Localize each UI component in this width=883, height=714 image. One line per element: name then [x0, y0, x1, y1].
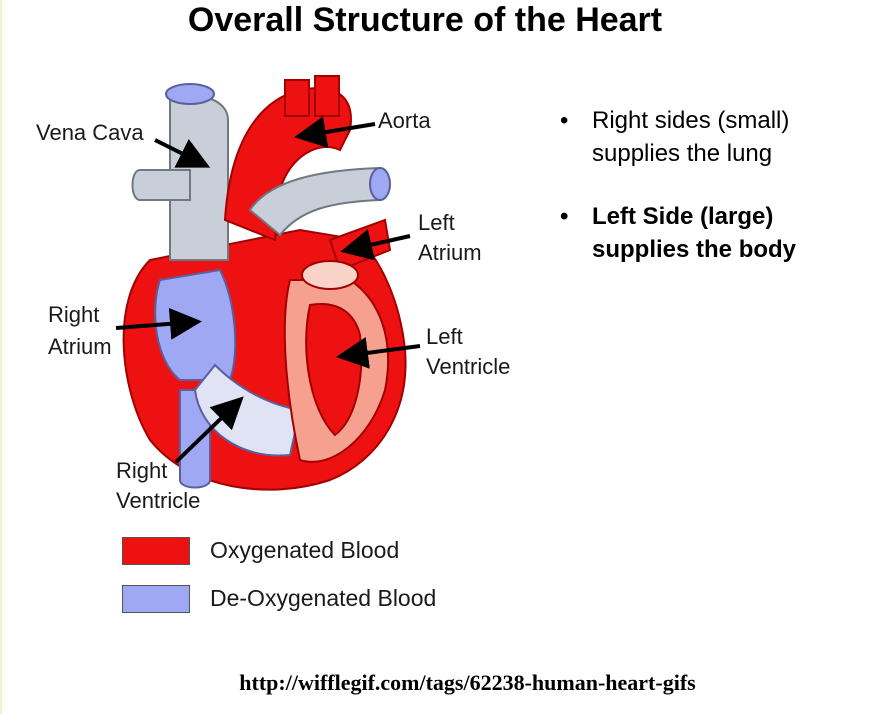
right-ventricle-chamber — [193, 363, 302, 457]
bullet-item-right-side: • Right sides (small) supplies the lung — [560, 104, 870, 170]
label-right-atrium-line2: Atrium — [48, 334, 112, 359]
bullet-text-line2: supplies the lung — [592, 140, 773, 167]
legend-label-oxygenated: Oxygenated Blood — [210, 537, 400, 563]
arrow-right-atrium — [115, 307, 202, 340]
pulmonary-vessel-left — [131, 169, 191, 201]
left-ventricle-chamber — [305, 303, 363, 437]
arrow-aorta — [294, 116, 376, 148]
label-left-atrium-line1: Left — [418, 210, 455, 235]
left-border-rule — [0, 0, 2, 714]
bullet-item-left-side: • Left Side (large) supplies the body — [560, 200, 870, 266]
source-url: http://wifflegif.com/tags/62238-human-he… — [239, 670, 696, 695]
heart-diagram: Vena Cava Aorta Left Atrium Right Atrium… — [0, 60, 560, 630]
vena-cava-opening — [165, 83, 215, 105]
label-left-ventricle-line1: Left — [426, 324, 463, 349]
arrow-right-ventricle — [174, 396, 244, 464]
bullet-marker: • — [560, 203, 569, 230]
label-right-atrium-line1: Right — [48, 302, 100, 327]
page-title: Overall Structure of the Heart — [187, 1, 663, 39]
bullet-text-line1: Left Side (large) — [592, 203, 774, 230]
bullet-text-line1: Right sides (small) — [592, 107, 790, 134]
bullet-list: • Right sides (small) supplies the lung … — [560, 104, 870, 296]
left-atrium-valve — [301, 260, 359, 290]
legend-label-deoxygenated: De-Oxygenated Blood — [210, 585, 437, 611]
label-right-ventricle-line1: Right — [116, 458, 168, 483]
bullet-marker: • — [560, 107, 569, 134]
label-left-ventricle-line2: Ventricle — [426, 354, 511, 379]
label-vena-cava: Vena Cava — [36, 120, 144, 145]
label-right-ventricle-line2: Ventricle — [116, 488, 201, 513]
label-left-atrium-line2: Atrium — [418, 240, 482, 265]
arrow-vena-cava — [154, 138, 211, 168]
arrow-left-ventricle — [336, 337, 421, 369]
arrow-left-atrium — [340, 229, 411, 261]
legend-swatch-oxygenated — [122, 537, 190, 565]
label-aorta: Aorta — [378, 108, 431, 133]
heart-illustration — [115, 75, 421, 491]
legend-swatch-deoxygenated — [122, 585, 190, 613]
aorta-branch-2 — [314, 75, 340, 117]
pulmonary-artery-opening — [369, 167, 391, 201]
aorta-branch-1 — [284, 79, 310, 117]
bullet-text-line2: supplies the body — [592, 236, 797, 263]
